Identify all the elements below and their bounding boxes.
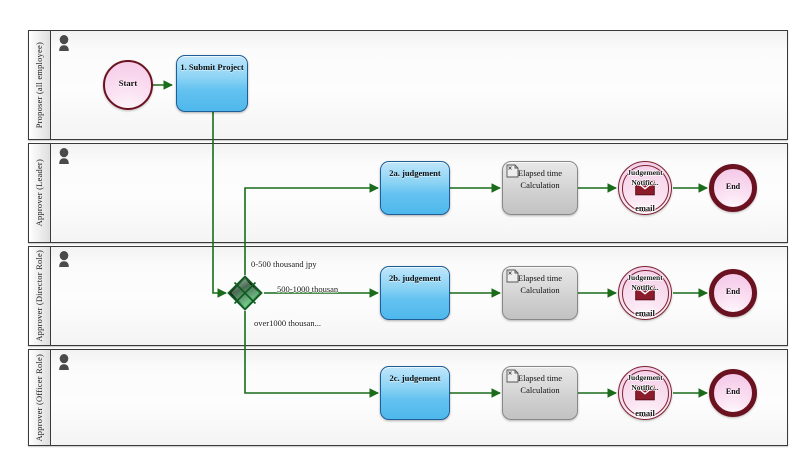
- event-label: Judgement Notific...: [627, 373, 663, 392]
- event-sub-label: email: [635, 203, 655, 213]
- message-event-notify-b[interactable]: Judgement Notific... email: [618, 266, 672, 320]
- task-judgement-b[interactable]: 2b. judgement: [380, 266, 450, 320]
- task-elapsed-time-c[interactable]: Elapsed time Calculation: [502, 366, 578, 420]
- script-icon: [506, 369, 519, 383]
- lane-label: Approver (Director Role): [33, 250, 44, 342]
- task-label: Elapsed time Calculation: [517, 273, 563, 295]
- event-sub-label: email: [635, 308, 655, 318]
- task-judgement-a[interactable]: 2a. judgement: [380, 161, 450, 215]
- envelope-icon: [635, 180, 655, 196]
- flow-label-branch-mid: 500-1000 thousan: [277, 284, 339, 294]
- script-icon: [506, 269, 519, 283]
- end-event-a[interactable]: End: [709, 164, 757, 212]
- lane-label: Approver (Leader): [33, 159, 44, 227]
- flow-label-branch-low: 0-500 thousand jpy: [251, 259, 317, 269]
- end-event-label: End: [725, 387, 741, 396]
- task-label: Elapsed time Calculation: [517, 168, 563, 190]
- end-event-c[interactable]: End: [709, 369, 757, 417]
- task-label: 2a. judgement: [389, 168, 441, 178]
- flow-label-branch-high: over1000 thousan...: [254, 318, 322, 328]
- lane-header-approver-director: Approver (Director Role): [29, 247, 51, 345]
- lane-header-proposer: Proposer (all employee): [29, 31, 51, 139]
- start-event[interactable]: Start: [103, 60, 153, 110]
- envelope-icon: [635, 285, 655, 301]
- person-icon: [59, 251, 69, 267]
- start-event-label: Start: [118, 78, 138, 88]
- end-event-label: End: [725, 287, 741, 296]
- task-label: 2c. judgement: [389, 373, 441, 383]
- lane-label: Approver (Officer Role): [33, 353, 44, 442]
- person-icon: [59, 35, 69, 51]
- end-event-label: End: [725, 182, 741, 191]
- message-event-notify-c[interactable]: Judgement Notific... email: [618, 366, 672, 420]
- task-label: Elapsed time Calculation: [517, 373, 563, 395]
- task-elapsed-time-b[interactable]: Elapsed time Calculation: [502, 266, 578, 320]
- gateway-cross-icon: [227, 275, 263, 311]
- task-elapsed-time-a[interactable]: Elapsed time Calculation: [502, 161, 578, 215]
- task-label: 2b. judgement: [389, 273, 441, 283]
- script-icon: [506, 164, 519, 178]
- task-submit-project[interactable]: 1. Submit Project: [176, 55, 248, 112]
- task-judgement-c[interactable]: 2c. judgement: [380, 366, 450, 420]
- lane-label: Proposer (all employee): [33, 41, 44, 129]
- event-inner-ring: [621, 269, 669, 317]
- person-icon: [59, 354, 69, 370]
- person-icon: [59, 148, 69, 164]
- envelope-icon: [635, 385, 655, 401]
- event-inner-ring: [621, 164, 669, 212]
- event-inner-ring: [621, 369, 669, 417]
- event-label: Judgement Notific...: [627, 168, 663, 187]
- event-sub-label: email: [635, 408, 655, 418]
- task-label: 1. Submit Project: [180, 62, 244, 72]
- event-label: Judgement Notific...: [627, 273, 663, 292]
- end-event-b[interactable]: End: [709, 269, 757, 317]
- exclusive-gateway[interactable]: [227, 275, 263, 311]
- message-event-notify-a[interactable]: Judgement Notific... email: [618, 161, 672, 215]
- lane-header-approver-officer: Approver (Officer Role): [29, 350, 51, 445]
- lane-header-approver-leader: Approver (Leader): [29, 144, 51, 242]
